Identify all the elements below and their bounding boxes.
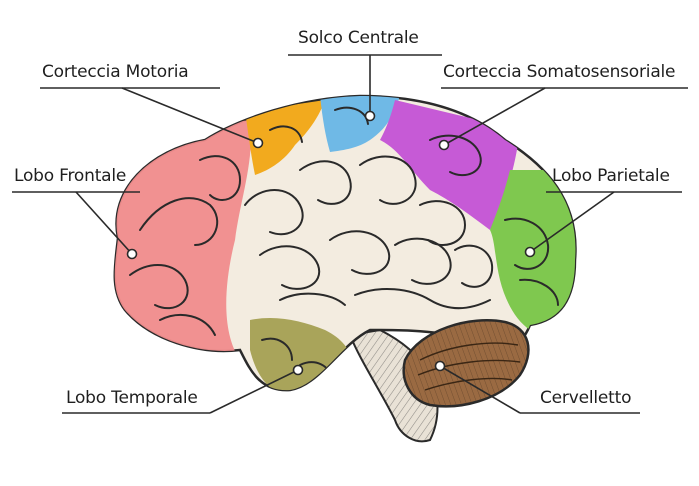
label-corteccia-somatosensoriale: Corteccia Somatosensoriale — [443, 62, 676, 82]
dot-parietale — [524, 246, 536, 258]
pointer-lines — [12, 54, 688, 414]
region-somatosensoriale — [380, 100, 520, 230]
dot-cervelletto — [434, 360, 446, 372]
dot-solco — [364, 110, 376, 122]
gyri-folds — [129, 106, 559, 381]
dot-somatosensoriale — [438, 139, 450, 151]
pointer-dots — [126, 110, 536, 376]
region-frontale — [114, 120, 251, 360]
label-solco-centrale: Solco Centrale — [298, 28, 419, 48]
label-lobo-parietale: Lobo Parietale — [552, 166, 670, 186]
label-corteccia-motoria: Corteccia Motoria — [42, 62, 189, 82]
dot-motoria — [252, 137, 264, 149]
dot-frontale — [126, 248, 138, 260]
label-lobo-temporale: Lobo Temporale — [66, 388, 198, 408]
region-motoria — [245, 100, 325, 175]
cerebellum — [402, 319, 530, 408]
label-lobo-frontale: Lobo Frontale — [14, 166, 127, 186]
label-cervelletto: Cervelletto — [540, 388, 632, 408]
dot-temporale — [292, 364, 304, 376]
